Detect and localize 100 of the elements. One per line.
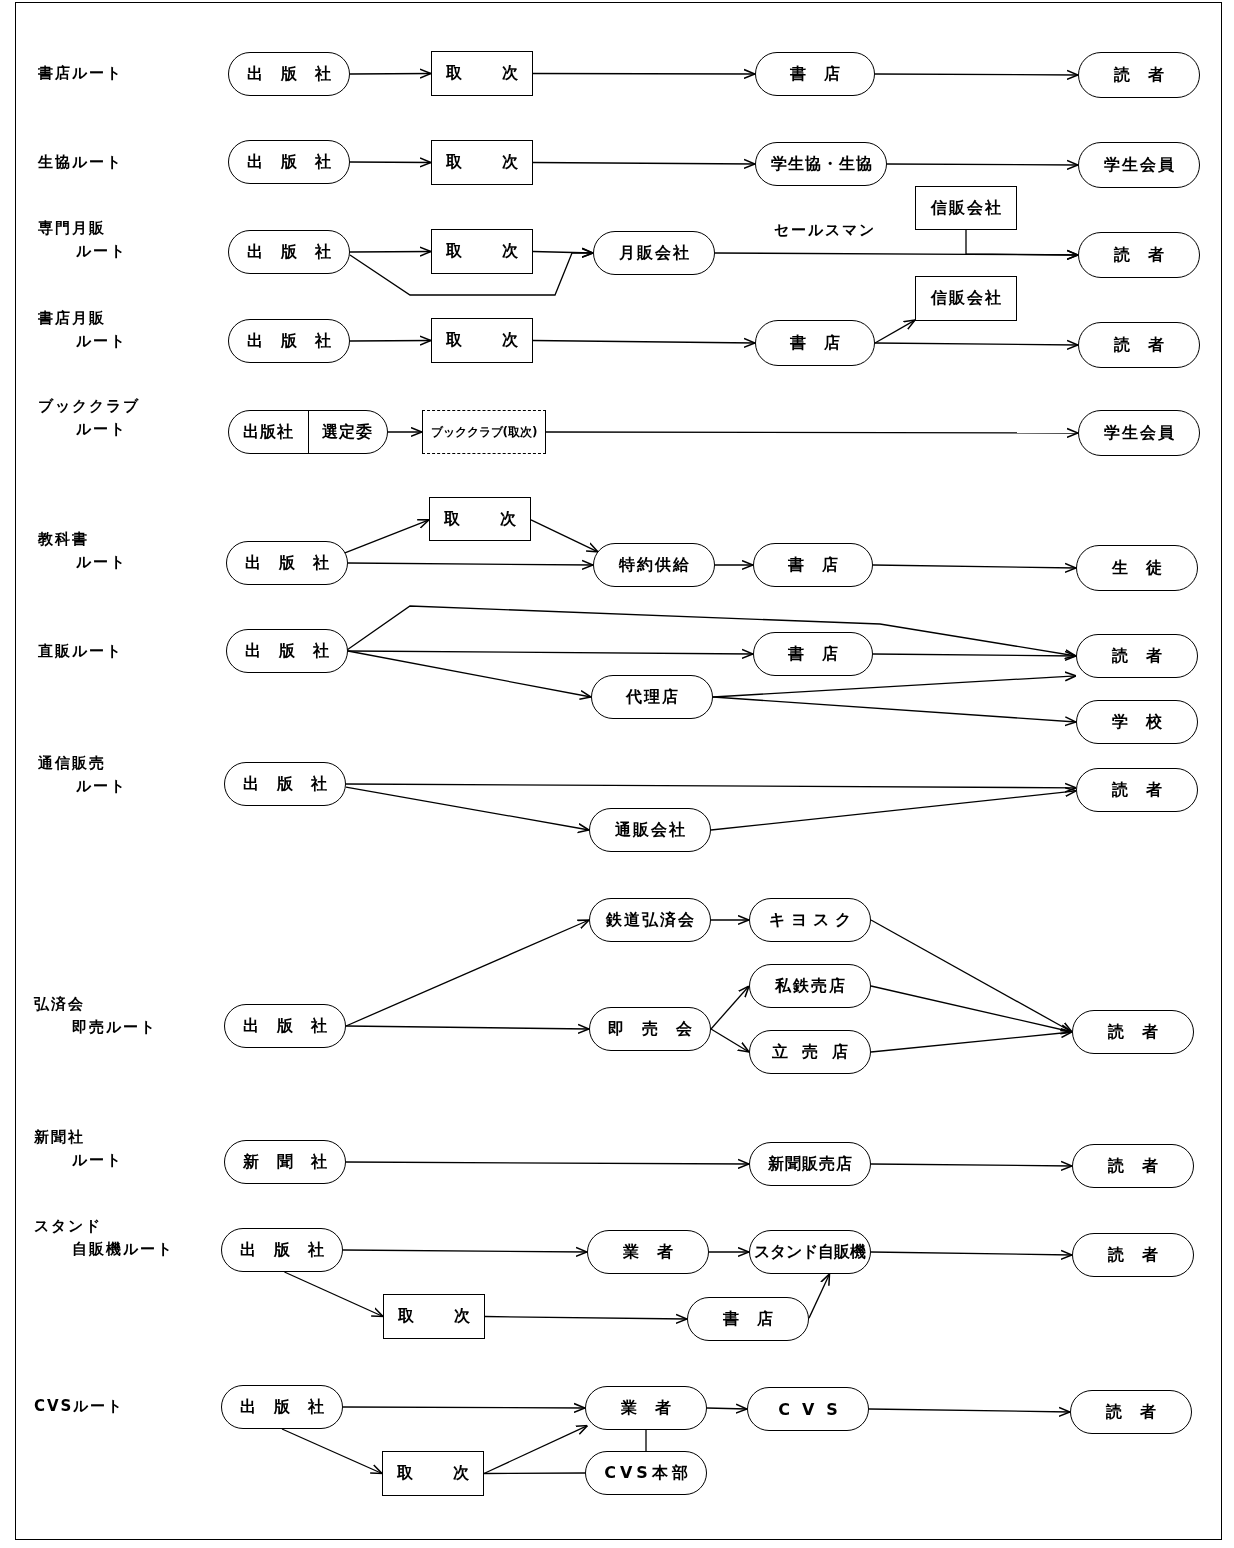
route-label: 通信販売ルート	[38, 753, 127, 797]
arrow	[532, 337, 756, 349]
route-label: 直販ルート	[38, 641, 123, 662]
rectangle-box: 取次	[382, 1451, 484, 1496]
rounded-box: 出版社	[224, 1004, 346, 1048]
rounded-box: CVS	[747, 1387, 869, 1431]
rounded-box: 学生協・生協	[755, 142, 887, 186]
arrow	[868, 1406, 1071, 1417]
rounded-box: 学生会員	[1078, 410, 1200, 456]
rounded-box: 書店	[753, 632, 873, 676]
rounded-box: 書店	[687, 1297, 809, 1341]
rounded-box: キヨスク	[749, 898, 871, 942]
rectangle-box: 取次	[431, 229, 533, 274]
arrow	[484, 1313, 688, 1325]
arrow	[349, 247, 594, 296]
arrow	[714, 559, 754, 571]
rounded-box: 読者	[1076, 768, 1198, 812]
arrow	[532, 158, 756, 170]
split-rounded-box	[228, 410, 388, 454]
arrow	[874, 319, 916, 344]
rounded-box: 読者	[1078, 52, 1200, 98]
rounded-box: 読者	[1078, 232, 1200, 278]
bracket-box: ブッククラブ(取次)	[422, 410, 546, 454]
rounded-box: 出版社	[228, 319, 350, 363]
arrow	[283, 1271, 384, 1318]
rounded-box: 書店	[753, 543, 873, 587]
route-label: 書店ルート	[38, 63, 123, 84]
rounded-box: 読者	[1072, 1010, 1194, 1054]
organization-label: 選定委	[321, 420, 375, 443]
rounded-box: 出版社	[228, 52, 350, 96]
arrow	[872, 650, 1077, 662]
arrow	[712, 696, 1077, 727]
rectangle-box: 取次	[429, 497, 531, 541]
route-label: スタンド自販機ルート	[34, 1216, 174, 1260]
arrow	[708, 1246, 750, 1258]
rectangle-box: 取次	[431, 51, 533, 96]
rounded-box: 読者	[1070, 1390, 1192, 1434]
arrow	[345, 1158, 750, 1170]
rectangle-box: 信販会社	[915, 186, 1017, 230]
rounded-box: 私鉄売店	[749, 964, 871, 1008]
arrow	[870, 919, 1073, 1033]
arrow	[347, 559, 594, 571]
arrow	[872, 562, 1077, 573]
rounded-box: 読者	[1078, 322, 1200, 368]
route-label: 弘済会即売ルート	[34, 994, 157, 1038]
rounded-box: 書店	[755, 52, 875, 96]
rounded-box: スタンド自販機	[749, 1230, 871, 1274]
rectangle-box: 取次	[431, 318, 533, 363]
arrow	[874, 69, 1079, 81]
route-label: 生協ルート	[38, 152, 123, 173]
arrow	[532, 68, 756, 80]
arrow	[886, 159, 1079, 171]
connector-line	[645, 1429, 647, 1452]
rounded-box: 特約供給	[593, 543, 715, 587]
rounded-box: 即売会	[589, 1007, 711, 1051]
rectangle-box: 取次	[431, 140, 533, 185]
arrow	[349, 335, 432, 346]
rounded-box: 学校	[1076, 700, 1198, 744]
rounded-box: 新聞販売店	[749, 1142, 871, 1186]
rounded-box: 読者	[1072, 1233, 1194, 1277]
arrow	[710, 786, 1077, 831]
arrow	[483, 1424, 589, 1475]
arrow	[874, 339, 1079, 351]
arrow	[347, 648, 754, 660]
route-label: 教科書ルート	[38, 529, 127, 573]
rounded-box: CVS本部	[585, 1451, 707, 1495]
rectangle-box: 取次	[383, 1294, 485, 1339]
arrow	[545, 427, 1079, 439]
arrow	[808, 1273, 831, 1319]
arrow	[349, 157, 432, 168]
rounded-box: 書店	[755, 320, 875, 366]
arrow	[345, 782, 1077, 793]
arrow	[349, 68, 432, 79]
rounded-box: 出版社	[221, 1385, 343, 1429]
arrow	[345, 919, 590, 1027]
rounded-box: 読者	[1072, 1144, 1194, 1188]
route-label: ブッククラブルート	[38, 396, 140, 440]
rounded-box: 出版社	[226, 629, 348, 673]
rounded-box: 出版社	[226, 541, 348, 585]
arrow	[870, 1160, 1073, 1172]
rounded-box: 読者	[1076, 634, 1198, 678]
connector-line	[483, 1472, 586, 1475]
rounded-box: 生徒	[1076, 545, 1198, 591]
arrow	[342, 1246, 588, 1258]
arrow	[870, 1249, 1073, 1260]
arrow	[710, 985, 750, 1030]
arrow	[530, 519, 599, 553]
rounded-box: 出版社	[221, 1228, 343, 1272]
arrow	[710, 1028, 750, 1053]
route-label: 専門月販ルート	[38, 218, 127, 262]
arrow	[345, 786, 590, 834]
arrow	[281, 1428, 383, 1475]
arrow	[349, 246, 432, 257]
arrow	[965, 229, 1079, 261]
arrow	[706, 1403, 748, 1414]
arrow	[870, 1027, 1073, 1053]
rounded-box: 業者	[585, 1386, 707, 1430]
arrow	[710, 914, 750, 926]
arrow	[342, 1402, 586, 1414]
rounded-box: 出版社	[228, 230, 350, 274]
